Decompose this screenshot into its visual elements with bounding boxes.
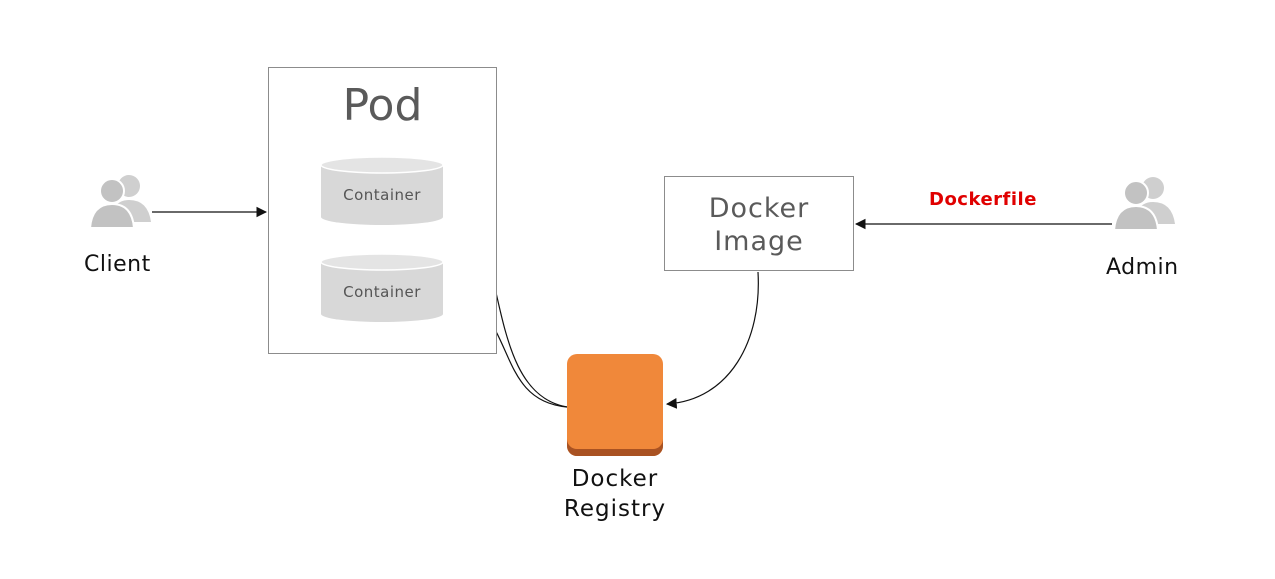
container-2-label: Container: [343, 283, 421, 301]
image-to-registry-arrow: [665, 271, 759, 409]
docker-registry-label: Docker Registry: [548, 464, 682, 524]
pod-title: Pod: [342, 80, 423, 131]
admin-users-icon: [1112, 172, 1178, 232]
container-1: Container: [320, 156, 444, 225]
docker-registry-line1: Docker: [571, 466, 659, 492]
client-users-icon: [88, 170, 154, 230]
container-cylinder-icon: [320, 253, 444, 322]
dockerfile-label: Dockerfile: [929, 189, 1037, 210]
docker-image-label: Docker Image: [664, 192, 854, 258]
container-cylinder-icon: [320, 156, 444, 225]
docker-image-line1: Docker: [708, 193, 810, 224]
docker-registry-icon: [567, 354, 663, 456]
docker-image-box: [664, 176, 854, 271]
docker-registry-line2: Registry: [563, 496, 667, 522]
container-1-label: Container: [343, 186, 421, 204]
admin-label: Admin: [1106, 255, 1179, 280]
client-label: Client: [84, 252, 151, 277]
container-2: Container: [320, 253, 444, 322]
docker-image-line2: Image: [714, 226, 804, 257]
